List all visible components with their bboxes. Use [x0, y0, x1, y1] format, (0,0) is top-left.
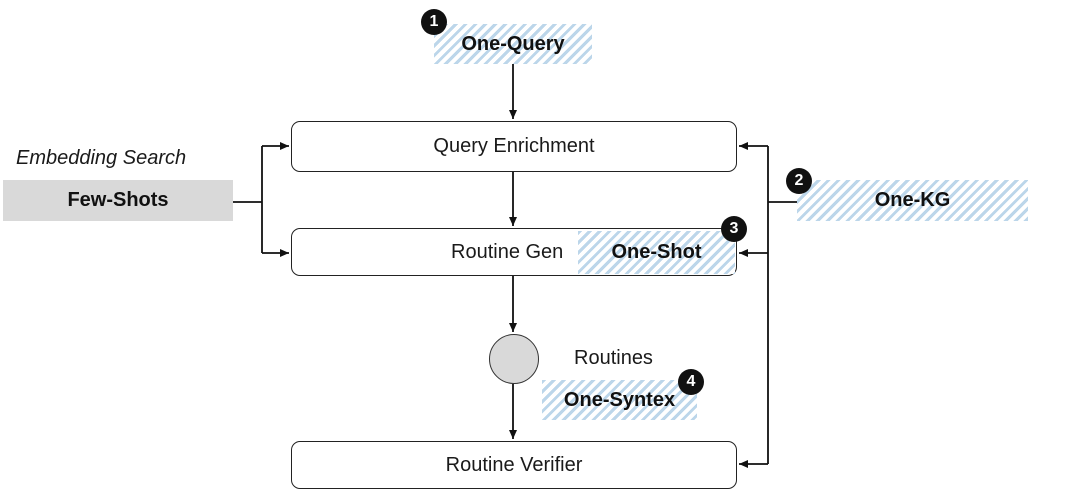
one-shot-label: One-Shot — [611, 241, 702, 263]
few-shots-box: Few-Shots — [3, 180, 233, 221]
few-shots-label: Few-Shots — [67, 189, 169, 211]
badge-2: 2 — [786, 168, 812, 194]
routine-verifier-label: Routine Verifier — [445, 453, 583, 476]
one-query-tag: One-Query — [434, 24, 592, 64]
routine-verifier-node: Routine Verifier — [291, 441, 737, 489]
routines-circle — [489, 334, 539, 384]
one-query-label: One-Query — [461, 32, 565, 55]
one-kg-tag: One-KG — [797, 180, 1028, 221]
embedding-search-label: Embedding Search — [16, 147, 187, 169]
one-kg-label: One-KG — [874, 189, 951, 211]
routines-label: Routines — [574, 347, 653, 369]
badge-1: 1 — [421, 9, 447, 35]
one-syntex-label: One-Syntex — [563, 388, 676, 411]
one-syntex-tag: One-Syntex — [542, 380, 697, 420]
query-enrichment-label: Query Enrichment — [433, 135, 595, 157]
routine-gen-label: Routine Gen — [451, 241, 564, 263]
badge-4: 4 — [678, 369, 704, 395]
query-enrichment-node: Query Enrichment — [291, 121, 737, 172]
one-shot-tag: One-Shot — [578, 231, 735, 274]
badge-3: 3 — [721, 216, 747, 242]
